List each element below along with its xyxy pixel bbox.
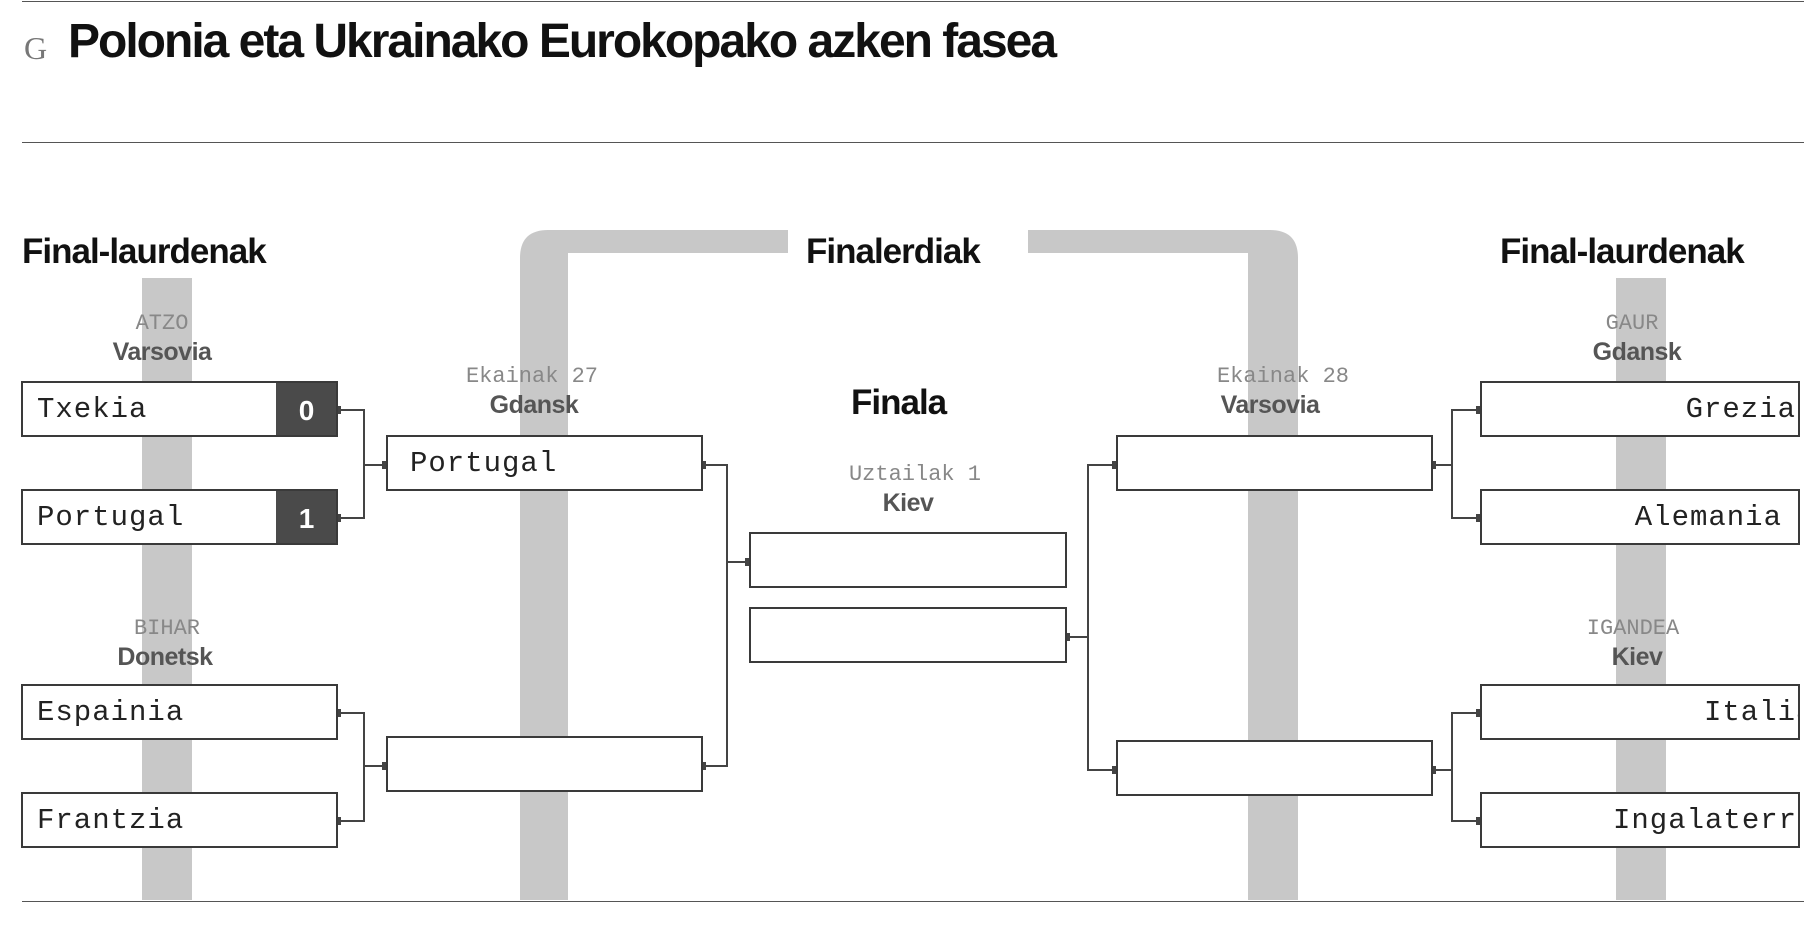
right-qf2-city: Kiev <box>1611 643 1663 671</box>
left-qf1-day: ATZO <box>135 311 189 336</box>
left-qf2-day: BIHAR <box>133 616 200 641</box>
left-qf1-team-b: Portugal 1 <box>21 489 338 545</box>
right-qf2-day: IGANDEA <box>1586 616 1680 641</box>
left-qf1-city: Varsovia <box>112 338 212 366</box>
team-name: Portugal <box>37 501 185 534</box>
right-qf2-team-a: Italia <box>1480 684 1800 740</box>
score-badge: 0 <box>276 383 336 435</box>
publisher-logo: G <box>24 30 48 66</box>
team-name: Grezia <box>1685 393 1796 426</box>
right-qf1-team-b: Alemania <box>1480 489 1800 545</box>
left-sf-team-a: Portugal <box>386 435 703 491</box>
left-quarterfinals-heading: Final-laurdenak <box>22 232 267 271</box>
team-name: Alemania <box>1634 501 1782 534</box>
top-rule <box>22 1 1804 2</box>
right-qf2-team-b: Ingalaterra <box>1480 792 1800 848</box>
final-heading: Finala <box>851 383 947 422</box>
right-qf1-team-a: Grezia <box>1480 381 1800 437</box>
final-team-a <box>749 532 1067 588</box>
right-qf1-day: GAUR <box>1605 311 1659 336</box>
left-sf-team-b <box>386 736 703 792</box>
left-qf1-team-a: Txekia 0 <box>21 381 338 437</box>
semifinals-heading: Finalerdiak <box>806 232 981 271</box>
header-rule <box>22 142 1804 143</box>
team-name: Txekia <box>37 393 148 426</box>
right-sf-team-a <box>1116 435 1433 491</box>
left-qf2-team-a: Espainia <box>21 684 338 740</box>
final-day: Uztailak 1 <box>848 462 982 487</box>
left-sf-day: Ekainak 27 <box>465 364 599 389</box>
page-title: Polonia eta Ukrainako Eurokopako azken f… <box>68 15 1057 68</box>
team-name: Frantzia <box>37 804 185 837</box>
final-team-b <box>749 607 1067 663</box>
team-name: Ingalaterra <box>1613 804 1800 837</box>
score-badge: 1 <box>276 491 336 543</box>
right-sf-day: Ekainak 28 <box>1216 364 1350 389</box>
right-qf1-city: Gdansk <box>1592 338 1682 366</box>
bottom-rule <box>22 901 1804 902</box>
final-city: Kiev <box>882 489 934 517</box>
right-sf-team-b <box>1116 740 1433 796</box>
right-sf-city: Varsovia <box>1220 391 1320 419</box>
left-sf-city: Gdansk <box>489 391 579 419</box>
left-qf2-city: Donetsk <box>117 643 213 671</box>
right-quarterfinals-heading: Final-laurdenak <box>1500 232 1745 271</box>
team-name: Italia <box>1704 696 1798 729</box>
left-qf2-team-b: Frantzia <box>21 792 338 848</box>
team-name: Portugal <box>410 447 558 480</box>
team-name: Espainia <box>37 696 185 729</box>
